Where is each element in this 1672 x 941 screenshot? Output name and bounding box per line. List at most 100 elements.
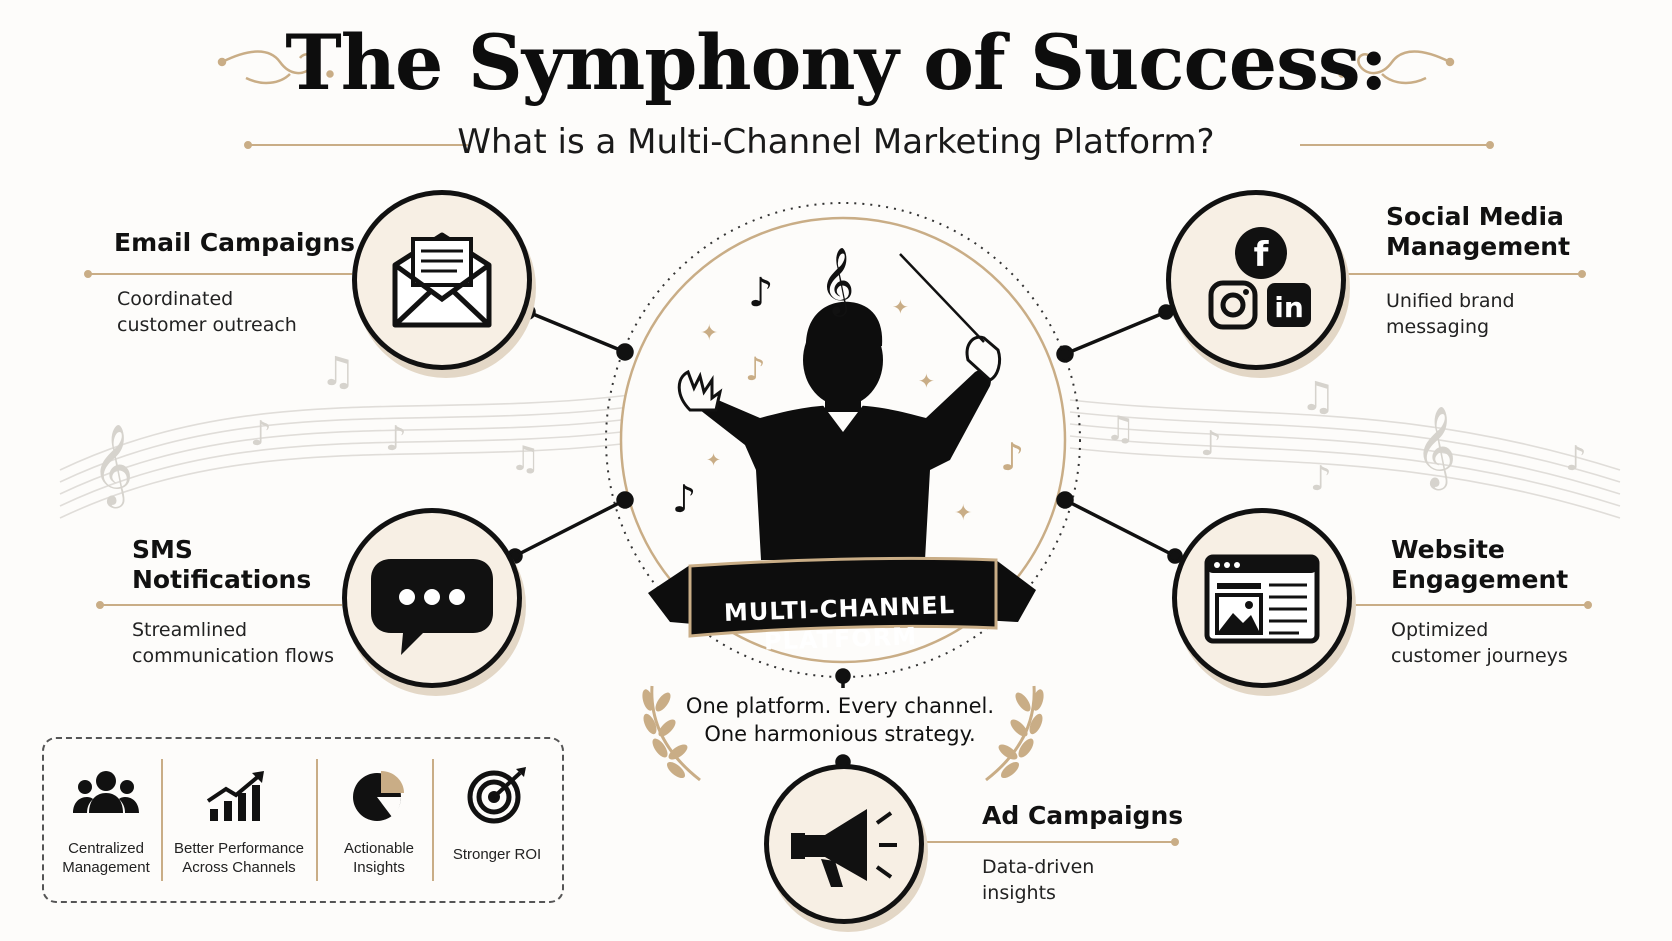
page-subtitle: What is a Multi-Channel Marketing Platfo… [457, 122, 1215, 162]
sms-desc-line-2: communication flows [132, 645, 335, 667]
benefit-stronger-roi: Stronger ROI [436, 739, 558, 901]
svg-text:♫: ♫ [1105, 409, 1135, 449]
social-title: Social Media Management [1386, 202, 1570, 262]
svg-text:in: in [1274, 291, 1304, 324]
instagram-icon [1208, 280, 1258, 330]
platform-banner-text: MULTI-CHANNEL PLATFORM [689, 589, 991, 659]
social-title-line-1: Social Media [1386, 202, 1564, 231]
ads-desc-line-2: insights [982, 882, 1056, 904]
benefit-label-line-2: Insights [353, 859, 405, 876]
chat-bubble-icon [371, 559, 493, 655]
tagline-line-2: One harmonious strategy. [704, 722, 976, 746]
sms-title: SMS Notifications [132, 535, 311, 595]
browser-window-icon [1204, 554, 1320, 644]
svg-text:✦: ✦ [706, 450, 721, 471]
email-desc-line-1: Coordinated [117, 288, 234, 310]
sms-channel-node [342, 508, 522, 688]
tagline-line-1: One platform. Every channel. [685, 694, 995, 718]
laurel-left [642, 685, 701, 782]
laurel-right [985, 685, 1044, 782]
benefit-label: Stronger ROI [436, 845, 558, 864]
svg-text:♪: ♪ [748, 270, 774, 316]
sms-title-line-1: SMS [132, 535, 193, 564]
svg-text:♪: ♪ [1565, 439, 1587, 479]
svg-text:♪: ♪ [385, 419, 407, 459]
benefit-label-line-1: Stronger ROI [452, 846, 542, 863]
music-notes: ♪ 𝄞 ♪ ♪ ♪ ✦ ✦ ✦ ✦ ✦ [672, 246, 1024, 526]
benefit-label: Better Performance Across Channels [166, 839, 312, 877]
svg-text:♪: ♪ [1000, 435, 1024, 479]
benefit-label-line-1: Actionable [343, 840, 415, 857]
social-desc-line-1: Unified brand [1386, 290, 1515, 312]
sms-title-line-2: Notifications [132, 565, 312, 594]
email-title: Email Campaigns [114, 228, 355, 258]
people-group-icon [73, 771, 139, 813]
svg-text:♪: ♪ [672, 477, 696, 521]
ads-channel-node [764, 764, 924, 924]
website-channel-node [1172, 508, 1352, 688]
email-title-text: Email Campaigns [114, 228, 356, 257]
website-desc: Optimized customer journeys [1391, 617, 1568, 669]
website-title-line-1: Website [1391, 535, 1505, 564]
benefit-label-line-2: Management [62, 859, 150, 876]
linkedin-icon: in [1267, 283, 1311, 327]
benefit-divider [161, 759, 163, 881]
pie-chart-icon [353, 771, 404, 821]
target-icon [467, 767, 526, 824]
benefit-label-line-1: Centralized [68, 840, 144, 857]
website-desc-line-1: Optimized [1391, 619, 1489, 641]
benefit-divider [316, 759, 318, 881]
social-icons: f in [1208, 227, 1311, 330]
sms-desc: Streamlined communication flows [132, 617, 334, 669]
email-desc-line-2: customer outreach [117, 314, 297, 336]
svg-text:𝄞: 𝄞 [1415, 405, 1456, 490]
label-rules [84, 270, 1592, 846]
svg-text:✦: ✦ [700, 321, 718, 346]
benefit-label: Centralized Management [50, 839, 162, 877]
benefit-divider [432, 759, 434, 881]
svg-text:♪: ♪ [745, 350, 765, 388]
svg-text:✦: ✦ [892, 295, 909, 319]
envelope-icon [392, 232, 492, 328]
social-channel-node: f in [1166, 190, 1346, 370]
social-desc-line-2: messaging [1386, 316, 1490, 338]
title-flourish-left [217, 50, 334, 85]
benefits-panel: Centralized Management Better Performanc… [42, 737, 564, 903]
svg-text:♫: ♫ [1300, 374, 1336, 420]
page-title: The Symphony of Success: [285, 18, 1388, 107]
svg-text:♪: ♪ [1310, 459, 1332, 499]
benefit-label-line-1: Better Performance [173, 840, 305, 857]
svg-text:♪: ♪ [1200, 424, 1222, 464]
website-title: Website Engagement [1391, 535, 1568, 595]
ads-desc: Data-driven insights [982, 854, 1094, 906]
svg-text:♪: ♪ [250, 414, 272, 454]
music-staff-decoration [59, 394, 1621, 519]
svg-text:♫: ♫ [320, 349, 356, 395]
benefit-label: Actionable Insights [320, 839, 438, 877]
ads-title: Ad Campaigns [982, 801, 1183, 831]
svg-text:𝄞: 𝄞 [820, 246, 854, 317]
megaphone-icon [791, 809, 897, 887]
svg-text:✦: ✦ [918, 369, 935, 393]
benefit-centralized-management: Centralized Management [50, 739, 162, 901]
email-desc: Coordinated customer outreach [117, 286, 297, 338]
ads-title-text: Ad Campaigns [982, 801, 1184, 830]
social-desc: Unified brand messaging [1386, 288, 1515, 340]
tagline: One platform. Every channel. One harmoni… [640, 692, 1040, 748]
sms-desc-line-1: Streamlined [132, 619, 248, 641]
benefit-better-performance: Better Performance Across Channels [166, 739, 312, 901]
platform-banner [648, 556, 1036, 638]
growth-chart-icon [206, 771, 264, 821]
svg-text:✦: ✦ [954, 501, 972, 526]
ads-desc-line-1: Data-driven [982, 856, 1095, 878]
benefit-label-line-2: Across Channels [182, 859, 296, 876]
website-desc-line-2: customer journeys [1391, 645, 1568, 667]
website-title-line-2: Engagement [1391, 565, 1569, 594]
faint-notes-decoration: 𝄞 𝄞 ♫ ♪ ♪ ♫ ♫ ♫ ♪ ♪ ♪ [92, 349, 1587, 508]
email-channel-node [352, 190, 532, 370]
subtitle-rules [244, 141, 1494, 149]
svg-text:f: f [1254, 235, 1270, 275]
conductor-figure [677, 253, 1002, 560]
title-flourish-right [1338, 50, 1455, 85]
